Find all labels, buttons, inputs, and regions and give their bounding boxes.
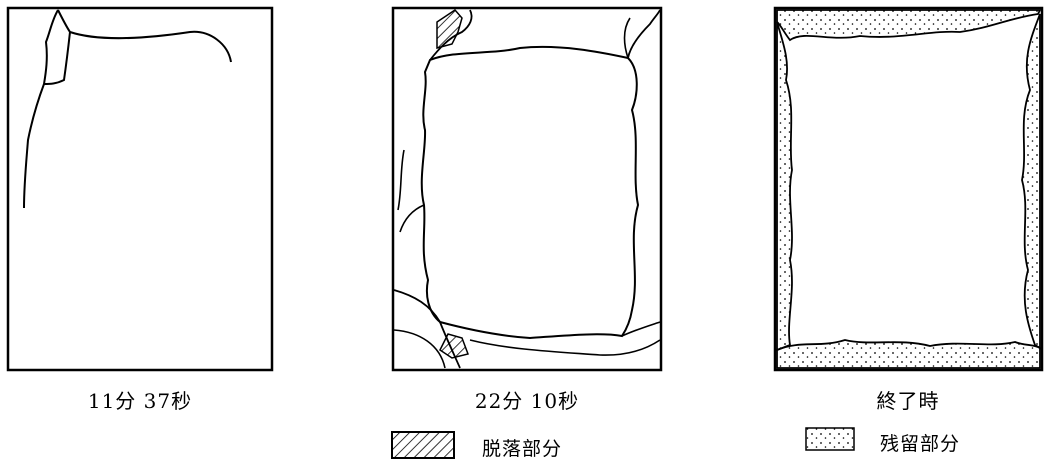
panel-3-diagram: [773, 6, 1044, 372]
panel-2-frame: [391, 6, 663, 372]
panel-3-frame: [773, 6, 1044, 372]
panel-2-crack-top-right: [627, 9, 661, 59]
panel-1-crack-branch: [43, 31, 71, 85]
panel-3-caption: 終了時: [876, 389, 940, 413]
hatched-region-top-left: [436, 9, 463, 49]
panel-2-caption: 22分 10秒: [474, 389, 580, 413]
panel-2-crack-bottom-2: [393, 329, 446, 369]
dotted-region-right: [1021, 13, 1041, 350]
panel-1-crack-top: [57, 9, 232, 63]
panel-2-crack-top-left: [429, 9, 473, 61]
legend-dot-swatch: [805, 427, 855, 451]
panel-2-diagram: [391, 6, 663, 372]
legend-hatch-swatch: [391, 431, 455, 459]
panel-2-crack-bottom-1: [393, 289, 461, 369]
panel-1-crack-left: [23, 9, 59, 209]
dotted-region-top: [776, 9, 1042, 42]
panel-2-crack-top-right-2: [623, 17, 631, 59]
panel-2-central-outline: [420, 45, 640, 340]
legend-remaining-label: 残留部分: [880, 433, 961, 455]
panel-2-crack-left: [397, 149, 425, 233]
dotted-region-left: [776, 21, 793, 352]
legend-detached-label: 脱落部分: [482, 438, 563, 460]
panel-1-frame: [6, 6, 274, 372]
dotted-region-bottom: [776, 339, 1041, 369]
panel-1-diagram: [6, 6, 274, 372]
panel-1-caption: 11分 37秒: [87, 389, 193, 413]
panel-2-crack-bottom-right: [621, 321, 661, 337]
panel-2-crack-bottom-3: [469, 339, 661, 356]
